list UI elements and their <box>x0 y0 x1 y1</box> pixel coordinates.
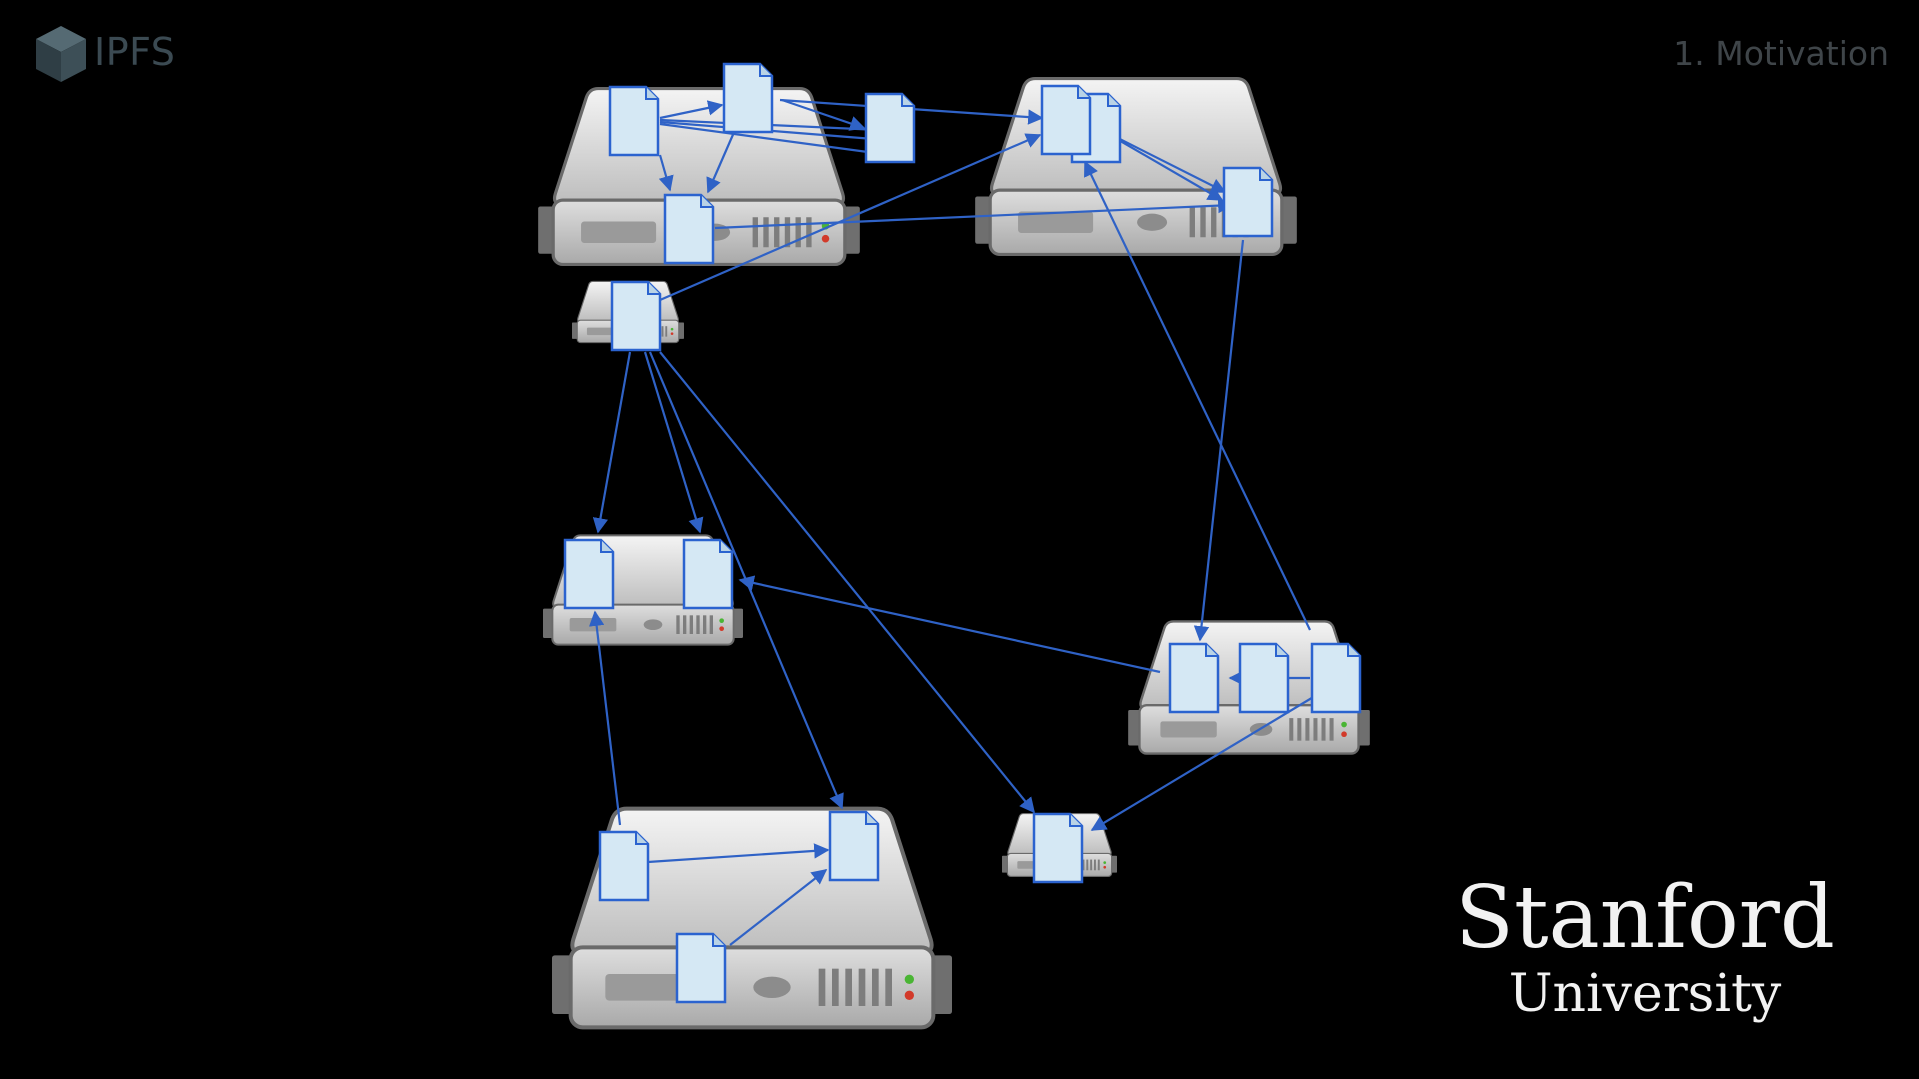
document-icon <box>563 538 615 610</box>
document-icon <box>663 193 715 265</box>
document-icon <box>682 538 734 610</box>
ipfs-cube-icon <box>36 26 86 82</box>
document-icon <box>1222 166 1274 238</box>
document-icon <box>1238 642 1290 714</box>
document-icon <box>608 85 660 157</box>
logo-text: IPFS <box>94 30 176 74</box>
document-icon <box>1310 642 1362 714</box>
document-icon <box>610 280 662 352</box>
document-icon <box>828 810 880 882</box>
document-icon <box>1168 642 1220 714</box>
university-name: Stanford <box>1455 868 1835 968</box>
university-type: University <box>1508 964 1782 1024</box>
document-icon <box>1032 812 1084 884</box>
document-icon <box>864 92 916 164</box>
section-title: 1. Motivation <box>1673 34 1889 73</box>
document-icon <box>598 830 650 902</box>
document-icon <box>1040 84 1092 156</box>
document-icon <box>675 932 727 1004</box>
document-icon <box>722 62 774 134</box>
